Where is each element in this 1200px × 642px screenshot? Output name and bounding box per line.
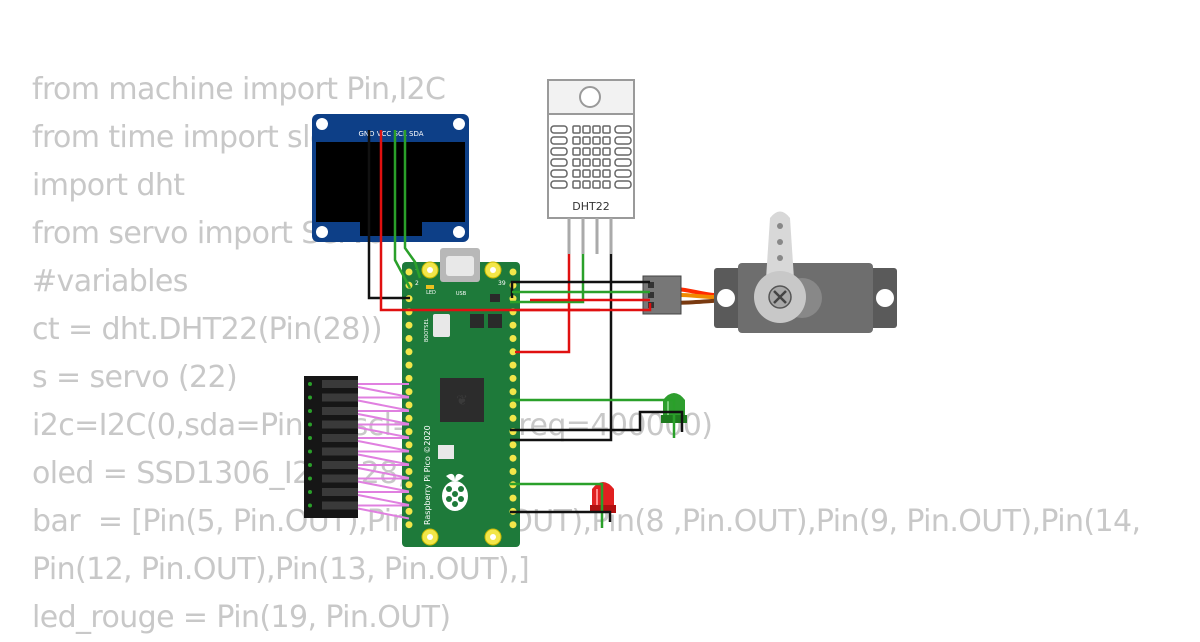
pin39-label: 39 [498, 280, 506, 287]
bootsel-label: BOOTSEL [424, 318, 430, 342]
bar-segment [322, 380, 358, 388]
servo-screw-icon [773, 290, 787, 304]
code-line: s = servo (22) [32, 360, 238, 395]
bar-segment [322, 434, 358, 442]
code-line: ct = dht.DHT22(Pin(28)) [32, 312, 383, 347]
led-label: LED [426, 290, 436, 296]
rp2040-chip [440, 378, 484, 422]
wires [357, 130, 684, 528]
led-bar-graph[interactable] [304, 376, 358, 518]
servo-motor[interactable] [642, 211, 897, 334]
pin2-label: 2 [415, 280, 419, 287]
oled-display[interactable]: GND VCC SCL SDA [312, 114, 469, 242]
raspberry-logo-icon [442, 473, 468, 511]
bar-segment [322, 407, 358, 415]
oled-pin-labels: GND VCC SCL SDA [358, 130, 423, 138]
bar-segment [322, 393, 358, 402]
usb-label: USB [456, 291, 467, 297]
code-line: led_rouge = Pin(19, Pin.OUT) [32, 600, 451, 635]
bar-segment [322, 488, 358, 496]
raspberry-pi-pico[interactable]: USB LED 1 2 39 BOOTSEL ❦ Raspberry Pi Pi… [402, 248, 520, 547]
bar-segment [322, 501, 358, 510]
bootsel-button[interactable] [433, 314, 450, 337]
svg-text:❦: ❦ [456, 393, 468, 409]
code-line: from machine import Pin,I2C [32, 72, 446, 107]
code-line: #variables [32, 264, 188, 299]
bar-segment [322, 474, 358, 483]
bar-segment [322, 420, 358, 429]
code-line: import dht [32, 168, 185, 203]
dht22-sensor[interactable]: DHT22 [547, 79, 635, 254]
dht22-label: DHT22 [572, 200, 609, 213]
bar-segment [322, 447, 358, 456]
bar-segment [322, 461, 358, 469]
pico-brand-label: Raspberry Pi Pico ©2020 [423, 425, 432, 525]
code-line: Pin(12, Pin.OUT),Pin(13, Pin.OUT),] [32, 552, 530, 587]
